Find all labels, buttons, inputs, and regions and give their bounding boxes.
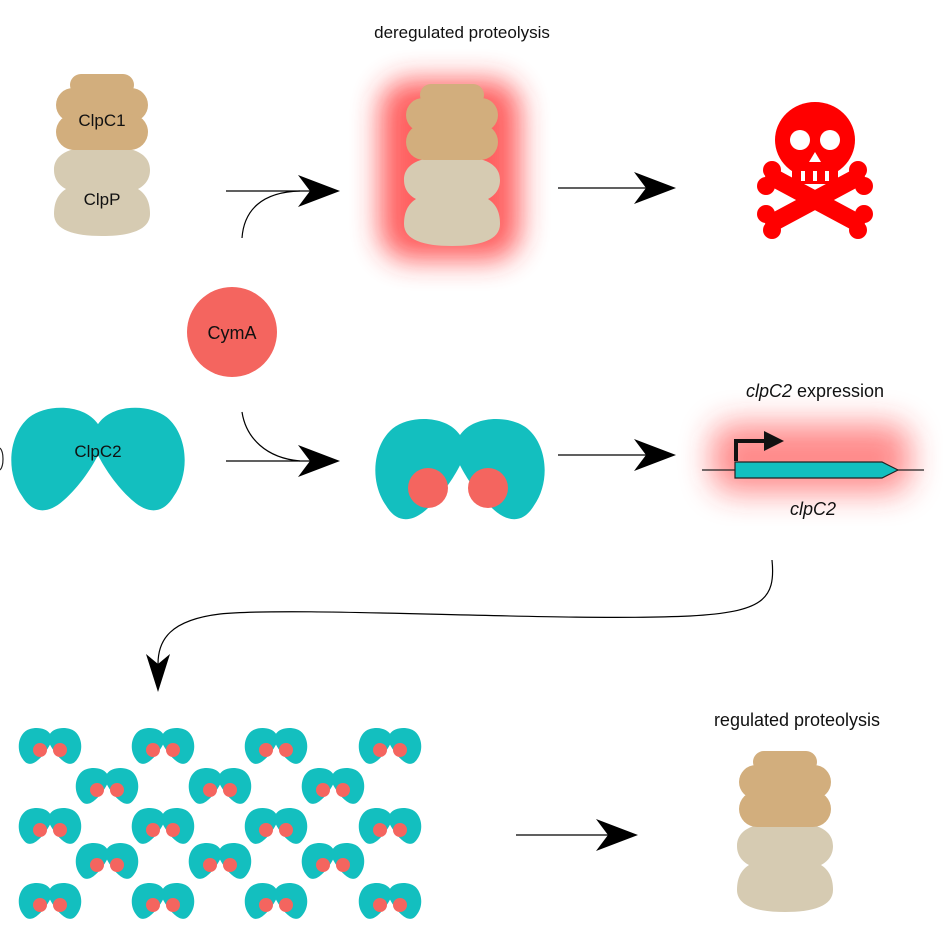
arrow-to-skull bbox=[558, 172, 676, 204]
deregulated-complex: deregulated proteolysis bbox=[374, 23, 550, 260]
cyma-molecule: CymA bbox=[187, 287, 277, 377]
clpc2-cyma-complex bbox=[375, 418, 545, 520]
promoter-arrow-icon bbox=[734, 439, 766, 461]
expression-label: clpC2 expression bbox=[746, 381, 884, 401]
skull-crossbones-icon bbox=[757, 102, 873, 239]
clpc2-gene-construct: clpC2 expression clpC2 bbox=[702, 381, 924, 519]
deregulated-label: deregulated proteolysis bbox=[374, 23, 550, 42]
expression-to-population-arrow bbox=[146, 559, 774, 692]
clpc1-label: ClpC1 bbox=[78, 111, 125, 130]
expression-gene-name: clpC2 bbox=[746, 381, 792, 401]
left-edge-mark bbox=[0, 447, 4, 471]
clpc2-label: ClpC2 bbox=[74, 442, 121, 461]
clpp-label: ClpP bbox=[84, 190, 121, 209]
regulated-complex: regulated proteolysis bbox=[714, 710, 880, 912]
regulated-label: regulated proteolysis bbox=[714, 710, 880, 730]
clpc2-cyma-population bbox=[19, 728, 421, 919]
gene-label: clpC2 bbox=[790, 499, 836, 519]
arrow-to-expression bbox=[558, 439, 676, 471]
cyma-to-clpc1-arrow bbox=[226, 175, 340, 239]
cyma-to-clpc2-arrow bbox=[226, 411, 340, 477]
clpc2-dimer: ClpC2 bbox=[11, 407, 185, 511]
expression-word: expression bbox=[792, 381, 884, 401]
clpc1-clpp-complex: ClpC1 ClpP bbox=[54, 74, 150, 236]
arrow-to-regulated bbox=[516, 819, 638, 851]
cyma-label: CymA bbox=[208, 323, 257, 343]
